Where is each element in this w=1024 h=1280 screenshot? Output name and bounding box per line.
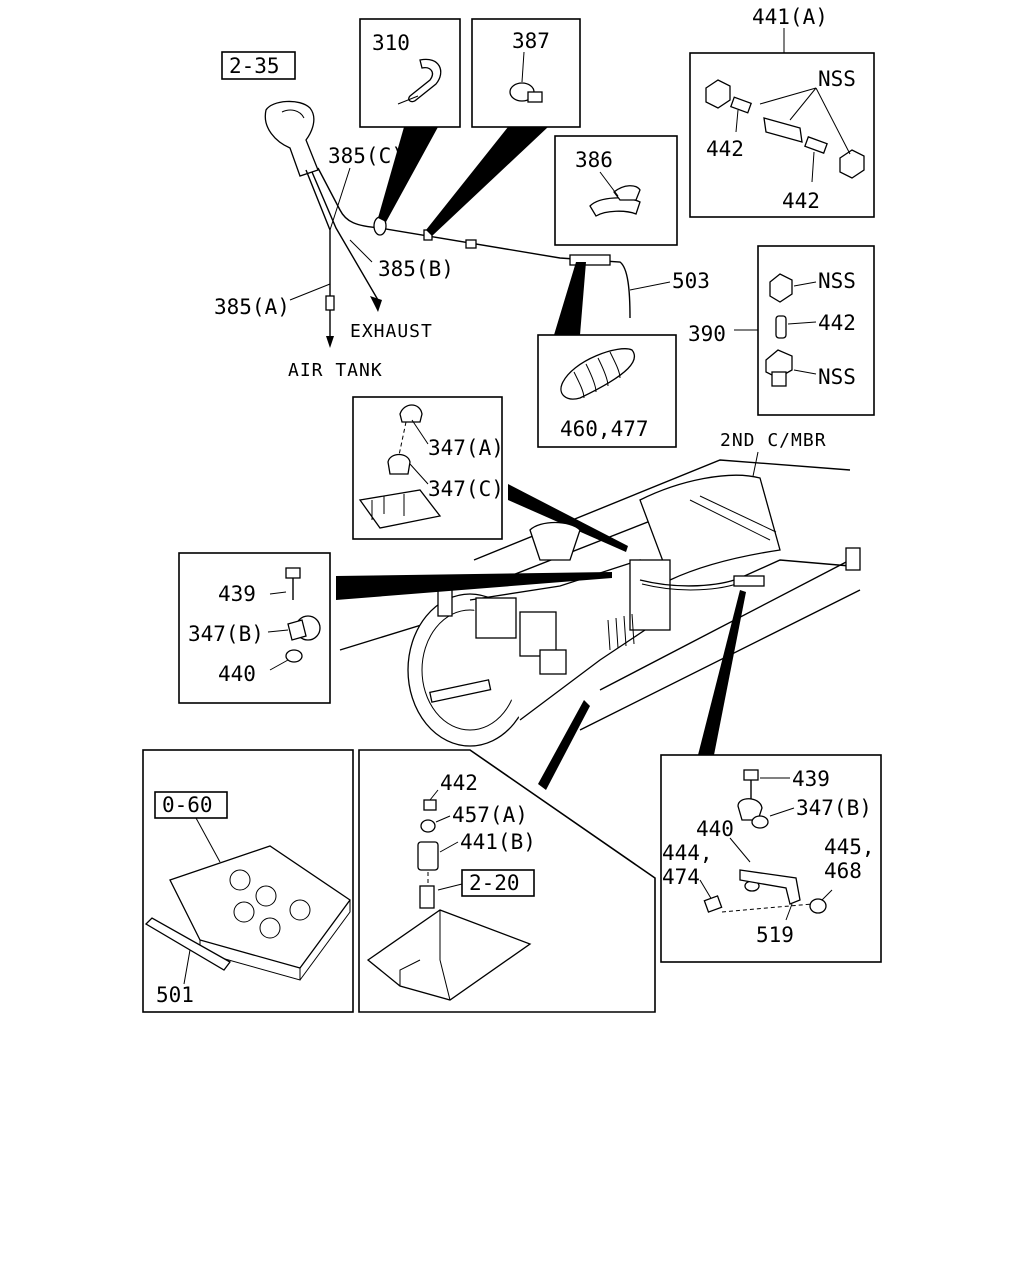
callout-441a: 441(A) xyxy=(752,5,828,29)
detail-box-441a: 441(A) NSS 442 442 xyxy=(689,5,875,218)
label-air-tank: AIR TANK xyxy=(288,360,383,381)
ref-box-0-60: 0-60 xyxy=(162,793,213,817)
detail-box-387: 387 xyxy=(426,18,581,236)
callout-503: 503 xyxy=(672,269,710,293)
callout-441b: 441(B) xyxy=(460,830,536,854)
detail-box-310: 310 xyxy=(359,18,461,222)
callout-347b-right: 347(B) xyxy=(796,796,872,820)
callout-444: 444, xyxy=(662,841,713,865)
callout-390: 390 xyxy=(688,322,726,346)
callout-310: 310 xyxy=(372,31,410,55)
callout-468: 468 xyxy=(824,859,862,883)
detail-box-519: 439 347(B) 440 444, 474 445, 468 519 xyxy=(660,590,882,963)
callout-442-390: 442 xyxy=(818,311,856,335)
callout-347c: 347(C) xyxy=(428,477,504,501)
label-2nd-cross-member: 2ND C/MBR xyxy=(720,430,827,451)
callout-440-left: 440 xyxy=(218,662,256,686)
callout-nss-390-a: NSS xyxy=(818,269,856,293)
ref-box-2-35: 2-35 xyxy=(229,54,280,78)
detail-box-347ac: 347(A) 347(C) xyxy=(352,396,628,552)
callout-460-477: 460,477 xyxy=(560,417,649,441)
callout-nss-390-b: NSS xyxy=(818,365,856,389)
ref-box-2-20: 2-20 xyxy=(469,871,520,895)
callout-387: 387 xyxy=(512,29,550,53)
callout-442-a: 442 xyxy=(706,137,744,161)
callout-474: 474 xyxy=(662,865,700,889)
detail-box-439-left: 439 347(B) 440 xyxy=(178,552,612,704)
label-exhaust: EXHAUST xyxy=(350,321,433,342)
callout-519: 519 xyxy=(756,923,794,947)
detail-box-460-477: 460,477 xyxy=(537,262,677,448)
callout-501: 501 xyxy=(156,983,194,1007)
callout-nss-441a: NSS xyxy=(818,67,856,91)
callout-442-b: 442 xyxy=(782,189,820,213)
callout-445: 445, xyxy=(824,835,875,859)
detail-box-441b: 2-20 442 457(A) 441(B) xyxy=(358,700,656,1013)
transmission-frame-illustration xyxy=(339,459,861,747)
callout-457a: 457(A) xyxy=(452,803,528,827)
callout-439-left: 439 xyxy=(218,582,256,606)
callout-385a: 385(A) xyxy=(214,295,290,319)
detail-box-390: NSS 442 NSS 390 xyxy=(688,245,875,416)
callout-386: 386 xyxy=(575,148,613,172)
callout-439-right: 439 xyxy=(792,767,830,791)
callout-440-right: 440 xyxy=(696,817,734,841)
callout-347b-left: 347(B) xyxy=(188,622,264,646)
callout-385b: 385(B) xyxy=(378,257,454,281)
callout-347a: 347(A) xyxy=(428,436,504,460)
callout-442-mid: 442 xyxy=(440,771,478,795)
detail-box-0-60: 0-60 501 xyxy=(142,749,354,1013)
detail-box-386: 386 xyxy=(554,135,678,246)
shift-lever-assembly: 2-35 385(C) 385(B) 385(A) EXHAUST AIR TA… xyxy=(214,51,710,381)
callout-385c: 385(C) xyxy=(328,144,404,168)
